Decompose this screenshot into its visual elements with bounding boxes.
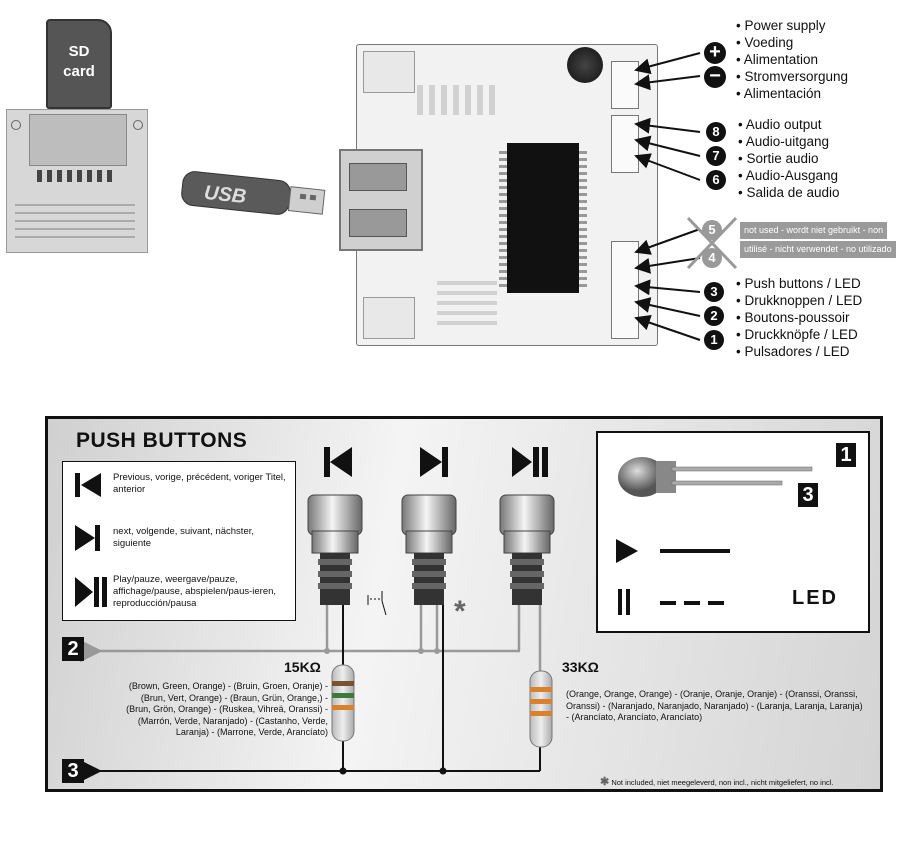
- next-icon: [418, 445, 450, 484]
- legend-previous-text: Previous, vorige, précédent, voriger Tit…: [113, 472, 286, 495]
- audio-output-labels: Audio output Audio-uitgang Sortie audio …: [738, 116, 840, 201]
- mounting-hole-tl: [363, 51, 415, 93]
- not-included-asterisk: *: [454, 595, 466, 628]
- power-label: Alimentation: [736, 51, 848, 68]
- panel-title: PUSH BUTTONS: [76, 429, 248, 452]
- mounting-hole-bl: [363, 297, 415, 339]
- pin-3-label: 3: [62, 759, 84, 783]
- wiring-diagram: [80, 494, 555, 780]
- power-connector: [611, 61, 639, 109]
- audio-label: Audio-Ausgang: [738, 167, 840, 184]
- power-label: Voeding: [736, 34, 848, 51]
- switch-next: [401, 494, 457, 605]
- sd-card: SD card: [46, 19, 112, 109]
- resistor-33k-value: 33KΩ: [562, 659, 599, 675]
- sd-module-board: [6, 109, 148, 253]
- usb-port: [339, 149, 423, 251]
- pin-8: 8: [706, 122, 726, 142]
- sd-card-module: SD card: [6, 15, 148, 255]
- switch-previous: [307, 494, 363, 605]
- push-buttons-panel: PUSH BUTTONS Previous, vorige, précédent…: [45, 416, 883, 792]
- sd-card-label-line2: card: [63, 63, 95, 80]
- switch-play-pause: [499, 494, 555, 605]
- power-label: Alimentación: [736, 85, 848, 102]
- pin-6: 6: [706, 170, 726, 190]
- previous-icon: [73, 470, 103, 505]
- audio-label: Salida de audio: [738, 184, 839, 201]
- mp3-board: [339, 44, 658, 346]
- legend-play-pause-text: Play/pauze, weergave/pauze, affichage/pa…: [113, 574, 277, 609]
- pin-1: 1: [704, 330, 724, 350]
- power-supply-labels: Power supply Voeding Alimentation Stromv…: [736, 17, 848, 102]
- power-minus-pin: −: [704, 66, 726, 88]
- footnote-text: Not included, niet meegeleverd, non incl…: [611, 778, 834, 787]
- main-chip: [499, 143, 587, 293]
- usb-brand-label: USB: [203, 181, 248, 209]
- usb-stick: USB: [180, 168, 330, 220]
- audio-label: Sortie audio: [738, 150, 840, 167]
- sd-card-label-line1: SD: [68, 43, 90, 60]
- footnote: ✱ Not included, niet meegeleverd, non in…: [600, 775, 834, 788]
- pin-3: 3: [704, 282, 724, 302]
- buttons-label: Druckknöpfe / LED: [736, 326, 862, 343]
- audio-label: Audio-uitgang: [738, 133, 840, 150]
- capacitor: [567, 47, 603, 83]
- pin-4: 4: [702, 248, 722, 268]
- resistor-15k-value: 15KΩ: [284, 659, 321, 675]
- led-pin-1: 1: [836, 443, 856, 467]
- buttons-label: Boutons-poussoir: [736, 309, 862, 326]
- push-button-labels: Push buttons / LED Drukknoppen / LED Bou…: [736, 275, 862, 360]
- resistor-15k: [331, 664, 355, 742]
- asterisk-icon: ✱: [600, 776, 610, 788]
- led-pin-3: 3: [798, 483, 818, 507]
- power-label: Power supply: [736, 17, 848, 34]
- pin-2-label: 2: [62, 637, 84, 661]
- next-icon: [73, 522, 103, 559]
- led-label: LED: [792, 587, 838, 609]
- buttons-label: Pulsadores / LED: [736, 343, 862, 360]
- buttons-label: Push buttons / LED: [736, 275, 862, 292]
- not-used-note-line1: not used - wordt niet gebruikt - non: [740, 222, 888, 239]
- resistor-33k: [529, 670, 553, 748]
- play-pause-icon: [73, 574, 111, 615]
- legend-next-text: next, volgende, suivant, nächster, sigui…: [113, 526, 255, 549]
- resistor-33k-colors: (Orange, Orange, Orange) - (Oranje, Oran…: [566, 689, 863, 722]
- buttons-connector: [611, 241, 639, 339]
- pin-2: 2: [704, 306, 724, 326]
- power-label: Stromversorgung: [736, 68, 848, 85]
- power-plus-pin: +: [704, 42, 726, 64]
- led-box: 1 3 LED: [596, 431, 870, 633]
- audio-label: Audio output: [738, 116, 840, 133]
- audio-connector: [611, 115, 639, 173]
- not-used-note-line2: utilisé - nicht verwendet - no utilizado: [740, 241, 896, 258]
- previous-icon: [322, 445, 354, 484]
- resistor-15k-colors: (Brown, Green, Orange) - (Bruin, Groen, …: [126, 681, 328, 737]
- buttons-label: Drukknoppen / LED: [736, 292, 862, 309]
- pin-5: 5: [702, 220, 722, 240]
- pin-7: 7: [706, 146, 726, 166]
- legend-box: Previous, vorige, précédent, voriger Tit…: [62, 461, 296, 621]
- play-pause-icon: [510, 445, 552, 484]
